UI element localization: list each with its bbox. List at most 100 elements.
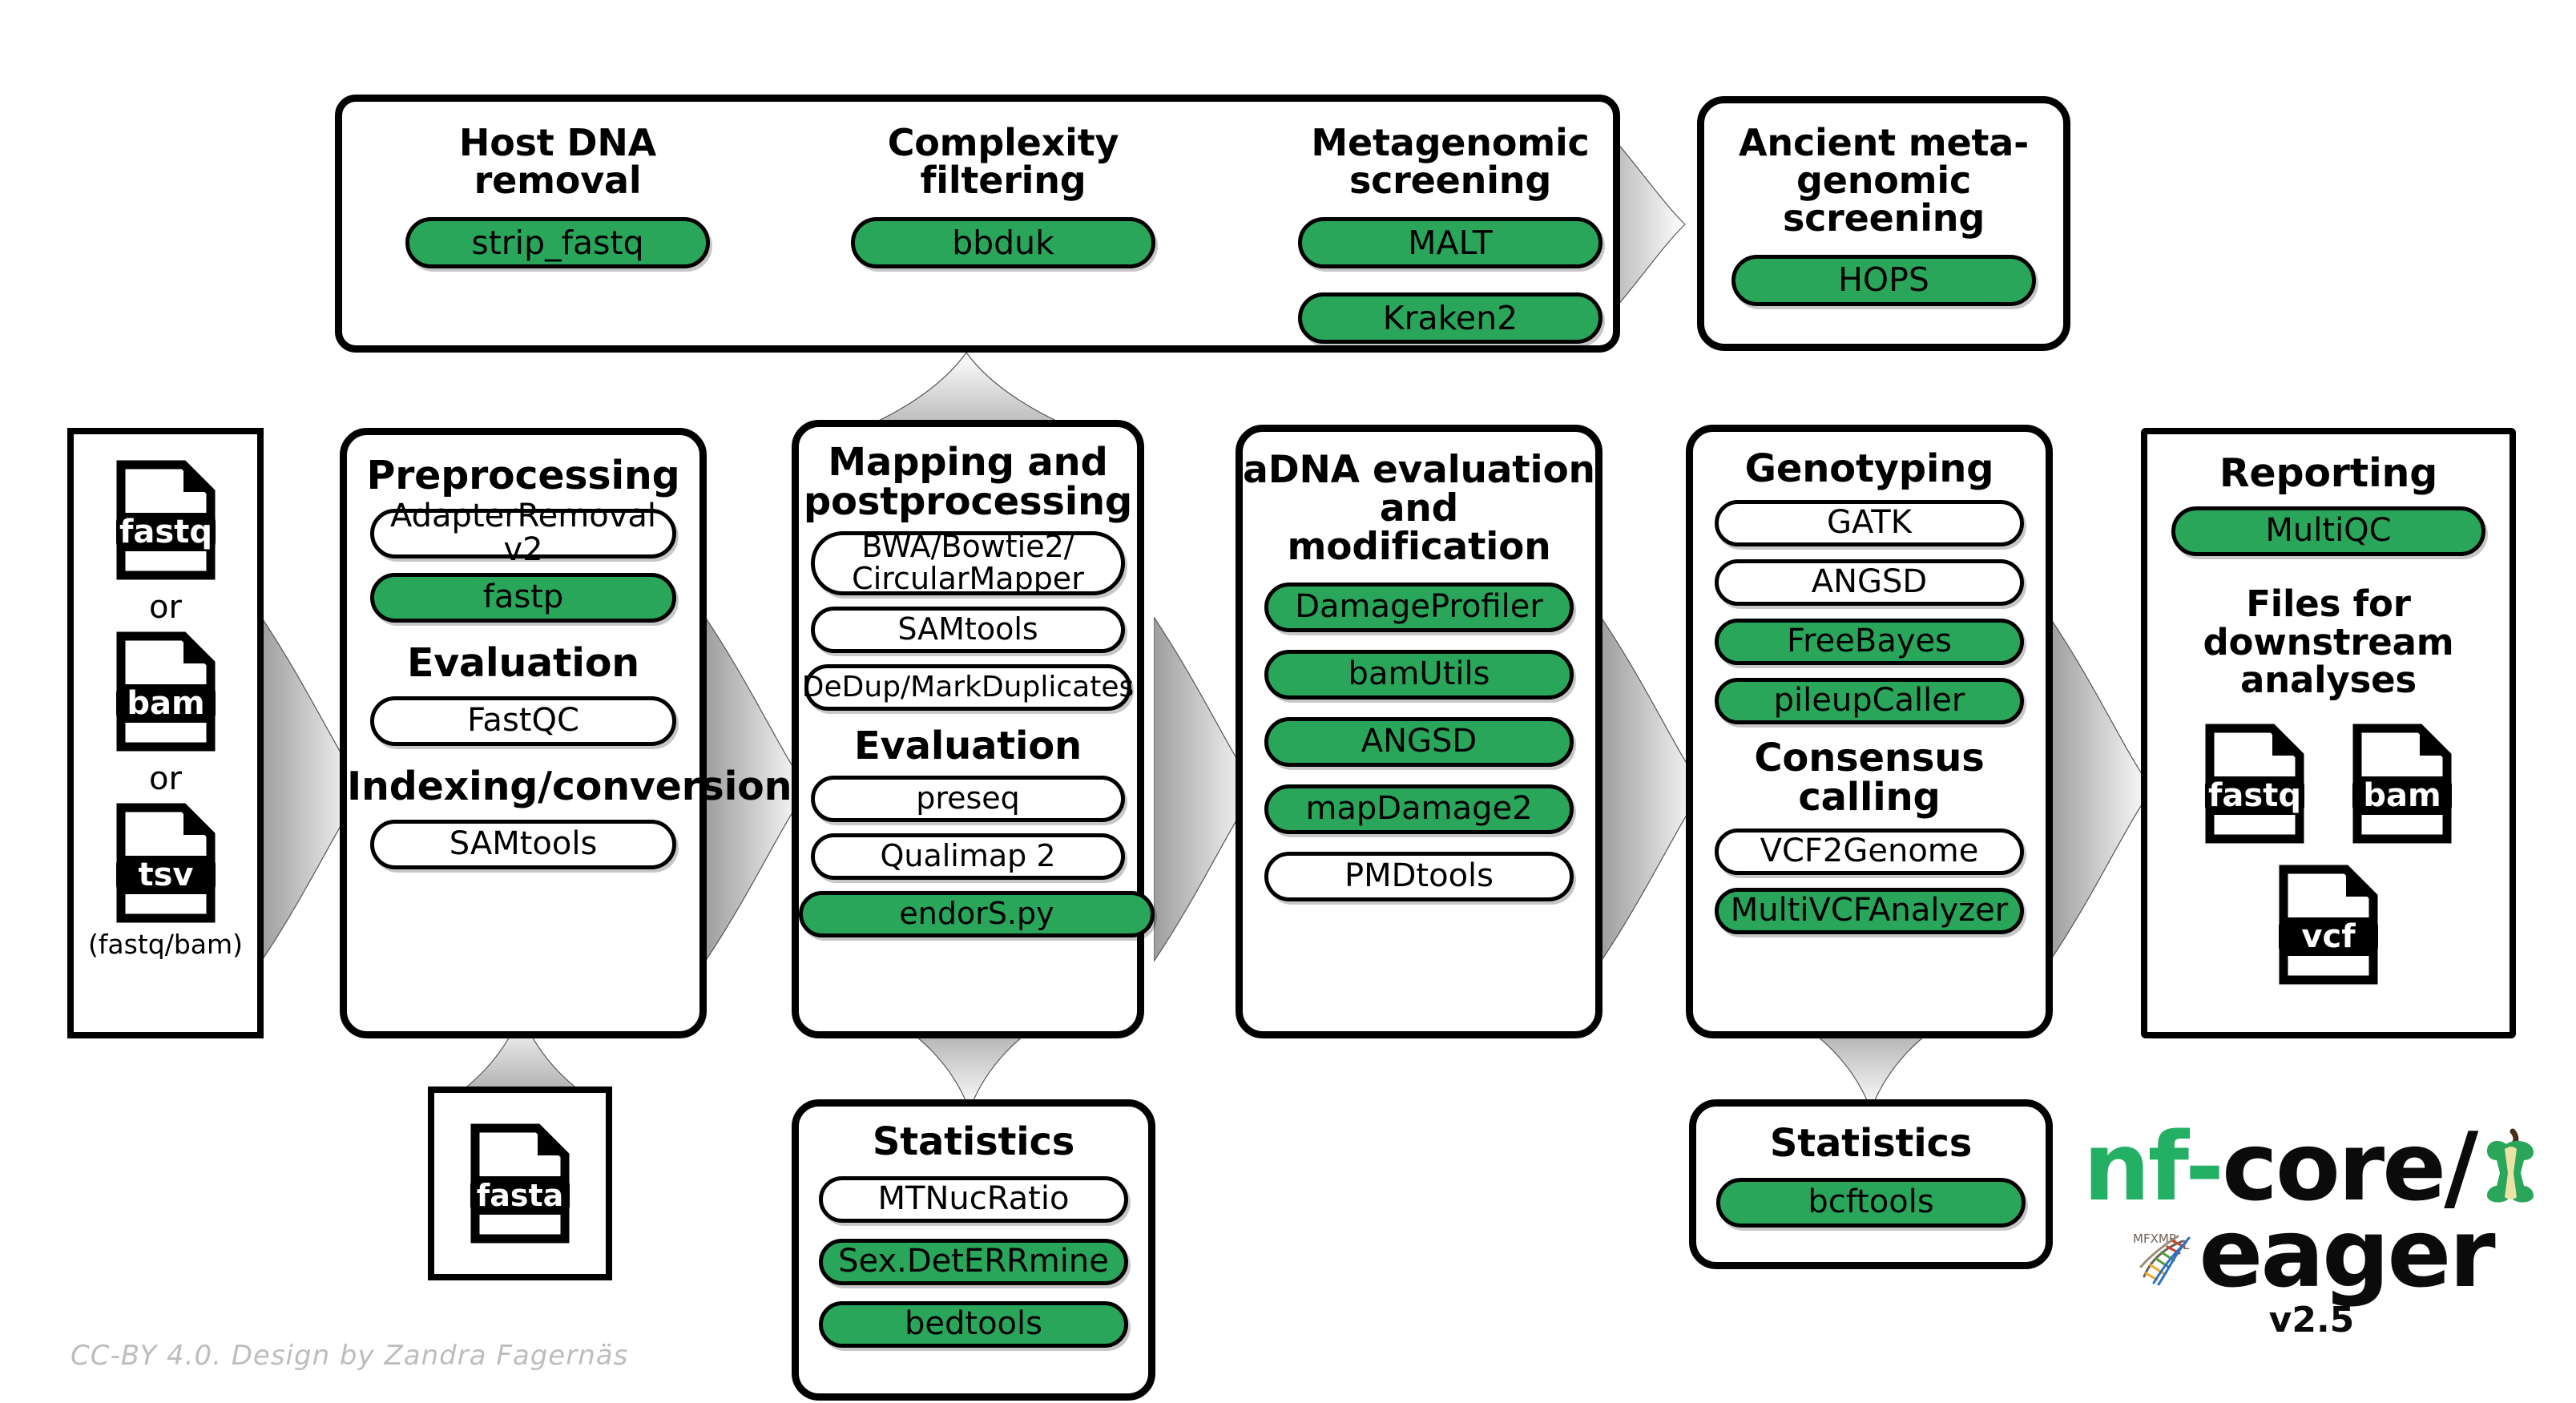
nf-core-eager-logo: nf- core/ MFXMR L [2083,1119,2534,1338]
genotyping-panel: Genotyping GATK ANGSD FreeBayes pileupCa… [1686,425,2053,1038]
preprocessing-panel: Preprocessing AdapterRemoval v2 fastp Ev… [340,428,792,1038]
top-screening-panel: Host DNA removal strip_fastq Complexity … [335,95,1620,353]
tool-pill-strip-fastq[interactable]: strip_fastq [405,216,710,268]
tool-label: AdapterRemoval v2 [389,498,657,568]
group-heading: Complexity filtering [815,124,1191,200]
tool-pill-mapdamage2[interactable]: mapDamage2 [1264,784,1574,834]
svg-text:fastq: fastq [2208,777,2301,814]
or-label-2: or [149,760,182,797]
tool-label: MALT [1408,223,1493,262]
svg-text:tsv: tsv [138,857,193,893]
tool-pill-vcf2genome[interactable]: VCF2Genome [1715,828,2024,875]
tool-pill-pmdtools[interactable]: PMDtools [1264,851,1574,901]
tool-label: PMDtools [1344,857,1494,895]
subsection-heading-evaluation: Evaluation [407,639,639,686]
logo-line-2: MFXMR L eager [2107,1198,2516,1308]
tool-pill-hops[interactable]: HOPS [1731,254,2036,306]
tool-pill-multivcfanalyzer[interactable]: MultiVCFAnalyzer [1715,887,2024,934]
ancient-metagenomic-panel: Ancient meta- genomic screening HOPS [1697,96,2070,351]
tool-pill-endors-py[interactable]: endorS.py [799,890,1155,937]
tsv-note: (fastq/bam) [87,929,244,960]
heading-line-1: Ancient meta- [1739,121,2029,164]
tool-pill-angsd[interactable]: ANGSD [1715,558,2024,606]
tool-pill-adapterremoval[interactable]: AdapterRemoval v2 [370,500,676,566]
heading-line-1: Complexity [887,121,1119,164]
tool-pill-preseq[interactable]: preseq [811,775,1125,822]
tool-label: HOPS [1838,260,1929,300]
arrow-genotyping-to-reporting [2050,617,2154,962]
file-icon-bam: bam [115,631,217,752]
tool-label: ANGSD [1361,723,1477,760]
file-icon-fasta: fasta [469,1123,571,1244]
tool-label: bcftools [1808,1183,1934,1221]
panel-heading: Genotyping [1744,446,1994,491]
tool-pill-fastp[interactable]: fastp [370,572,676,623]
tool-label: GATK [1827,504,1912,542]
subsection-heading-evaluation: Evaluation [853,723,1082,768]
tool-pill-malt[interactable]: MALT [1298,216,1602,268]
panel-heading: Mapping and postprocessing [799,443,1137,522]
tool-pill-bbduk[interactable]: bbduk [851,216,1155,268]
file-icon-fastq: fastq [2203,724,2306,844]
svg-text:bam: bam [127,685,204,722]
tool-pill-samtools[interactable]: SAMtools [811,606,1125,653]
tool-pill-samtools[interactable]: SAMtools [370,819,676,869]
tool-label: preseq [916,780,1020,816]
svg-text:L: L [2183,1238,2190,1252]
tool-pill-bamutils[interactable]: bamUtils [1264,649,1574,699]
svg-text:vcf: vcf [2301,918,2356,955]
tool-pill-multiqc[interactable]: MultiQC [2171,506,2485,556]
tool-pill-mtnucratio[interactable]: MTNucRatio [819,1175,1128,1223]
tool-label: mapDamage2 [1305,790,1533,828]
group-host-dna-removal: Host DNA removal strip_fastq [369,124,746,268]
panel-heading: Reporting [2219,450,2438,496]
fasta-reference-panel: fasta [428,1087,612,1280]
or-label-1: or [149,589,182,626]
group-heading: Metagenomic screening [1262,124,1639,200]
tool-label: bamUtils [1348,655,1490,693]
tool-label: FreeBayes [1787,623,1952,660]
panel-heading: Preprocessing [366,453,680,498]
heading-line-1: Files for downstream [2203,582,2454,663]
tool-pill-bcftools[interactable]: bcftools [1716,1177,2026,1228]
group-complexity-filtering: Complexity filtering bbduk [815,124,1191,268]
logo-line-1: nf- core/ [2083,1119,2534,1214]
tool-label-line-1: BWA/Bowtie2/ [861,529,1074,565]
file-icon-fastq: fastq [115,460,217,580]
group-heading: Host DNA removal [369,124,746,200]
tool-pill-fastqc[interactable]: FastQC [370,695,676,746]
mapping-panel: Mapping and postprocessing BWA/Bowtie2/ … [792,420,1155,1038]
tool-label-line-2: CircularMapper [852,560,1084,596]
tool-label: MTNucRatio [877,1180,1070,1218]
tool-label: MultiVCFAnalyzer [1730,892,2009,929]
tool-pill-damageprofiler[interactable]: DamageProfiler [1264,582,1574,632]
tool-pill-gatk[interactable]: GATK [1715,499,2024,546]
tool-pill-bwa-bowtie2-circularmapper[interactable]: BWA/Bowtie2/ CircularMapper [811,531,1125,595]
tool-label: bbduk [952,223,1054,262]
tool-pill-dedup-markduplicates[interactable]: DeDup/MarkDuplicates [801,663,1135,711]
dna-helix-icon: MFXMR L [2130,1220,2199,1286]
tool-label: SAMtools [449,825,598,863]
tool-pill-sex-deterrmine[interactable]: Sex.DetERRmine [819,1238,1128,1285]
heading-line-2: postprocessing [803,478,1133,524]
logo-eager-text: eager [2199,1198,2495,1308]
tool-label: DeDup/MarkDuplicates [801,671,1135,704]
tool-pill-pileupcaller[interactable]: pileupCaller [1715,677,2024,724]
logo-nf-text: nf- [2082,1111,2224,1222]
tool-pill-kraken2[interactable]: Kraken2 [1298,292,1602,344]
reporting-panel: Reporting MultiQC Files for downstream a… [2141,428,2516,1038]
tool-label: DamageProfiler [1295,588,1543,626]
tool-pill-qualimap2[interactable]: Qualimap 2 [811,833,1125,880]
tool-label: FastQC [467,702,579,740]
tool-label: Sex.DetERRmine [838,1243,1109,1280]
heading-line-2: screening [1348,158,1552,202]
heading-line-2: filtering [920,158,1086,202]
tool-label: pileupCaller [1773,682,1965,720]
tool-pill-freebayes[interactable]: FreeBayes [1715,618,2024,665]
tool-pill-bedtools[interactable]: bedtools [819,1300,1128,1348]
group-metagenomic-screening: Metagenomic screening MALT Kraken2 [1262,124,1639,344]
heading-line-2: removal [474,158,642,202]
adna-panel: aDNA evaluation and modification DamageP… [1236,425,1602,1038]
tool-pill-angsd[interactable]: ANGSD [1264,716,1574,767]
heading-line-1: aDNA evaluation [1243,448,1595,492]
